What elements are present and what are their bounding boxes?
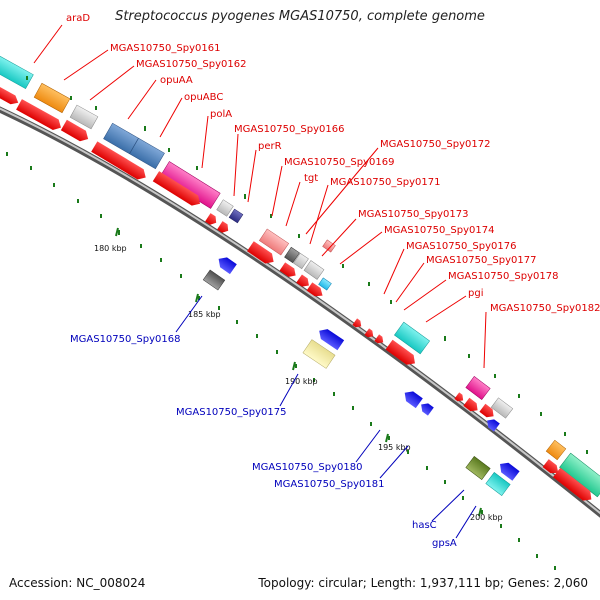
cds-arrow	[217, 221, 229, 233]
gene-feature	[465, 456, 491, 480]
cds-arrow	[296, 274, 309, 287]
gene-feature	[303, 260, 325, 280]
gene-label-spy0171: MGAS10750_Spy0171	[330, 177, 440, 188]
gene-feature	[465, 376, 491, 400]
cds-arrow	[0, 84, 19, 105]
reverse-gene-track	[202, 257, 520, 496]
gene-label-spy0168: MGAS10750_Spy0168	[70, 334, 180, 345]
gene-label-opuAA: opuAA	[160, 75, 193, 86]
tick-label: 180 kbp	[94, 244, 127, 253]
gene-label-spy0172: MGAS10750_Spy0172	[380, 139, 490, 150]
cds-track	[0, 84, 592, 501]
cds-arrow	[16, 99, 61, 130]
gene-feature	[545, 439, 567, 461]
tick-label: 185 kbp	[188, 310, 221, 319]
gene-label-hasC: hasC	[412, 520, 437, 531]
gene-feature	[318, 277, 332, 291]
cds-arrow	[279, 262, 296, 277]
cds-arrow	[374, 334, 384, 344]
cds-arrow	[552, 467, 592, 501]
gene-feature	[302, 339, 336, 369]
cds-arrow	[404, 391, 423, 409]
gene-label-spy0161: MGAS10750_Spy0161	[110, 43, 220, 54]
gene-feature	[202, 269, 226, 291]
forward-leader-lines	[33, 24, 487, 369]
gene-label-spy0181: MGAS10750_Spy0181	[274, 479, 384, 490]
gene-label-gpsA: gpsA	[432, 538, 457, 549]
outer-feature-track	[0, 54, 600, 498]
gene-feature	[322, 239, 336, 253]
gene-label-perR: perR	[258, 141, 282, 152]
gene-feature	[394, 321, 430, 355]
cds-arrow	[542, 459, 559, 474]
cds-arrow	[487, 419, 500, 432]
genome-summary: Topology: circular; Length: 1,937,111 bp…	[258, 576, 588, 590]
gene-label-spy0162: MGAS10750_Spy0162	[136, 59, 246, 70]
tick-label: 195 kbp	[378, 443, 411, 452]
gene-feature	[485, 472, 511, 496]
gene-label-spy0175: MGAS10750_Spy0175	[176, 407, 286, 418]
cds-arrow	[385, 339, 415, 365]
cds-arrow	[454, 392, 464, 402]
gene-label-spy0182: MGAS10750_Spy0182	[490, 303, 600, 314]
gene-label-spy0177: MGAS10750_Spy0177	[426, 255, 536, 266]
cds-arrow	[247, 241, 274, 264]
reverse-leader-lines	[175, 295, 477, 539]
gene-label-polA: polA	[210, 109, 232, 120]
gene-feature	[293, 252, 309, 270]
gene-label-spy0169: MGAS10750_Spy0169	[284, 157, 394, 168]
major-ticks	[115, 227, 482, 517]
cds-arrow	[60, 119, 89, 142]
gene-feature	[69, 104, 99, 130]
cds-arrow	[152, 171, 201, 206]
gene-label-araD: araD	[66, 13, 90, 24]
gene-label-spy0180: MGAS10750_Spy0180	[252, 462, 362, 473]
gene-label-spy0174: MGAS10750_Spy0174	[384, 225, 494, 236]
gene-feature	[228, 208, 244, 224]
gene-label-spy0178: MGAS10750_Spy0178	[448, 271, 558, 282]
ruler-dots	[6, 76, 588, 570]
cds-arrow	[479, 403, 494, 418]
gene-feature	[258, 228, 290, 256]
cds-arrow	[205, 213, 217, 225]
gene-feature	[284, 246, 300, 264]
accession-text: Accession: NC_008024	[9, 576, 146, 590]
gene-feature	[0, 54, 34, 90]
tick-label: 190 kbp	[285, 377, 318, 386]
map-title: Streptococcus pyogenes MGAS10750, comple…	[115, 9, 485, 24]
gene-label-spy0176: MGAS10750_Spy0176	[406, 241, 516, 252]
gene-feature	[490, 397, 514, 419]
gene-label-opuABC: opuABC	[184, 92, 223, 103]
cds-arrow	[352, 318, 362, 328]
gene-label-spy0173: MGAS10750_Spy0173	[358, 209, 468, 220]
cds-arrow	[91, 141, 146, 180]
gene-label-tgt: tgt	[304, 173, 318, 184]
cds-arrow	[500, 462, 520, 481]
gene-label-pgi: pgi	[468, 288, 483, 299]
gene-feature	[33, 82, 71, 114]
gene-label-spy0166: MGAS10750_Spy0166	[234, 124, 344, 135]
cds-arrow	[218, 257, 237, 275]
cds-arrow	[463, 397, 478, 412]
cds-arrow	[421, 403, 434, 416]
cds-arrow	[364, 328, 374, 338]
cds-arrow	[319, 329, 345, 351]
tick-label: 200 kbp	[470, 513, 503, 522]
cds-arrow	[306, 282, 323, 297]
gene-feature	[216, 199, 234, 217]
